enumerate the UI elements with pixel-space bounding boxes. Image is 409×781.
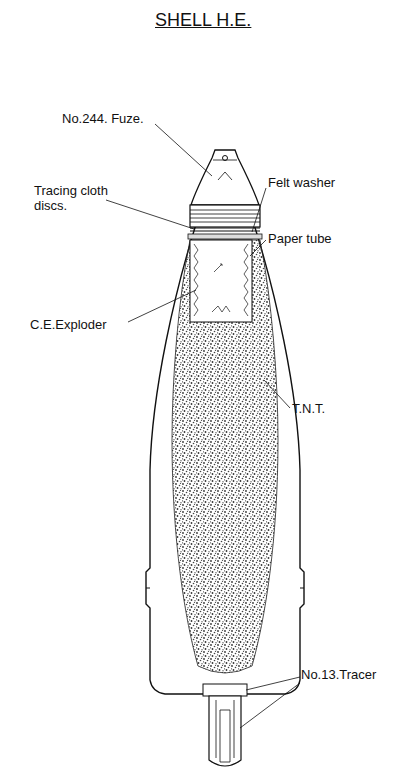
tracer-inner	[216, 700, 234, 762]
exploder-edge	[194, 244, 198, 316]
part-label: Paper tube	[268, 232, 378, 247]
part-label: Felt washer	[268, 176, 378, 191]
part-label: C.E.Exploder	[30, 318, 130, 333]
exploder-edge	[244, 244, 248, 316]
diagram-title: SHELL H.E.	[155, 10, 251, 31]
tracer-body	[209, 696, 241, 766]
exploder-mark	[212, 264, 230, 312]
fuze-thread-lines	[190, 210, 260, 222]
tracing-cloth-disc	[190, 231, 260, 232]
part-label: No.244. Fuze.	[62, 112, 162, 127]
driving-band	[300, 588, 304, 589]
leader-lines	[106, 124, 300, 728]
driving-band	[146, 588, 150, 589]
part-label: T.N.T.	[292, 402, 372, 417]
tnt-filling	[172, 240, 278, 673]
part-label: No.13.Tracer	[301, 668, 405, 683]
tracer-recess	[203, 684, 247, 696]
tracing-cloth-disc	[190, 228, 260, 229]
fuze-threads	[190, 205, 260, 227]
shell-body	[146, 218, 304, 694]
felt-washer	[188, 234, 262, 239]
fuze-cap-line	[213, 160, 237, 180]
fuze-body	[191, 150, 259, 205]
part-label: Tracing cloth discs.	[34, 184, 108, 214]
paper-tube	[190, 240, 252, 322]
